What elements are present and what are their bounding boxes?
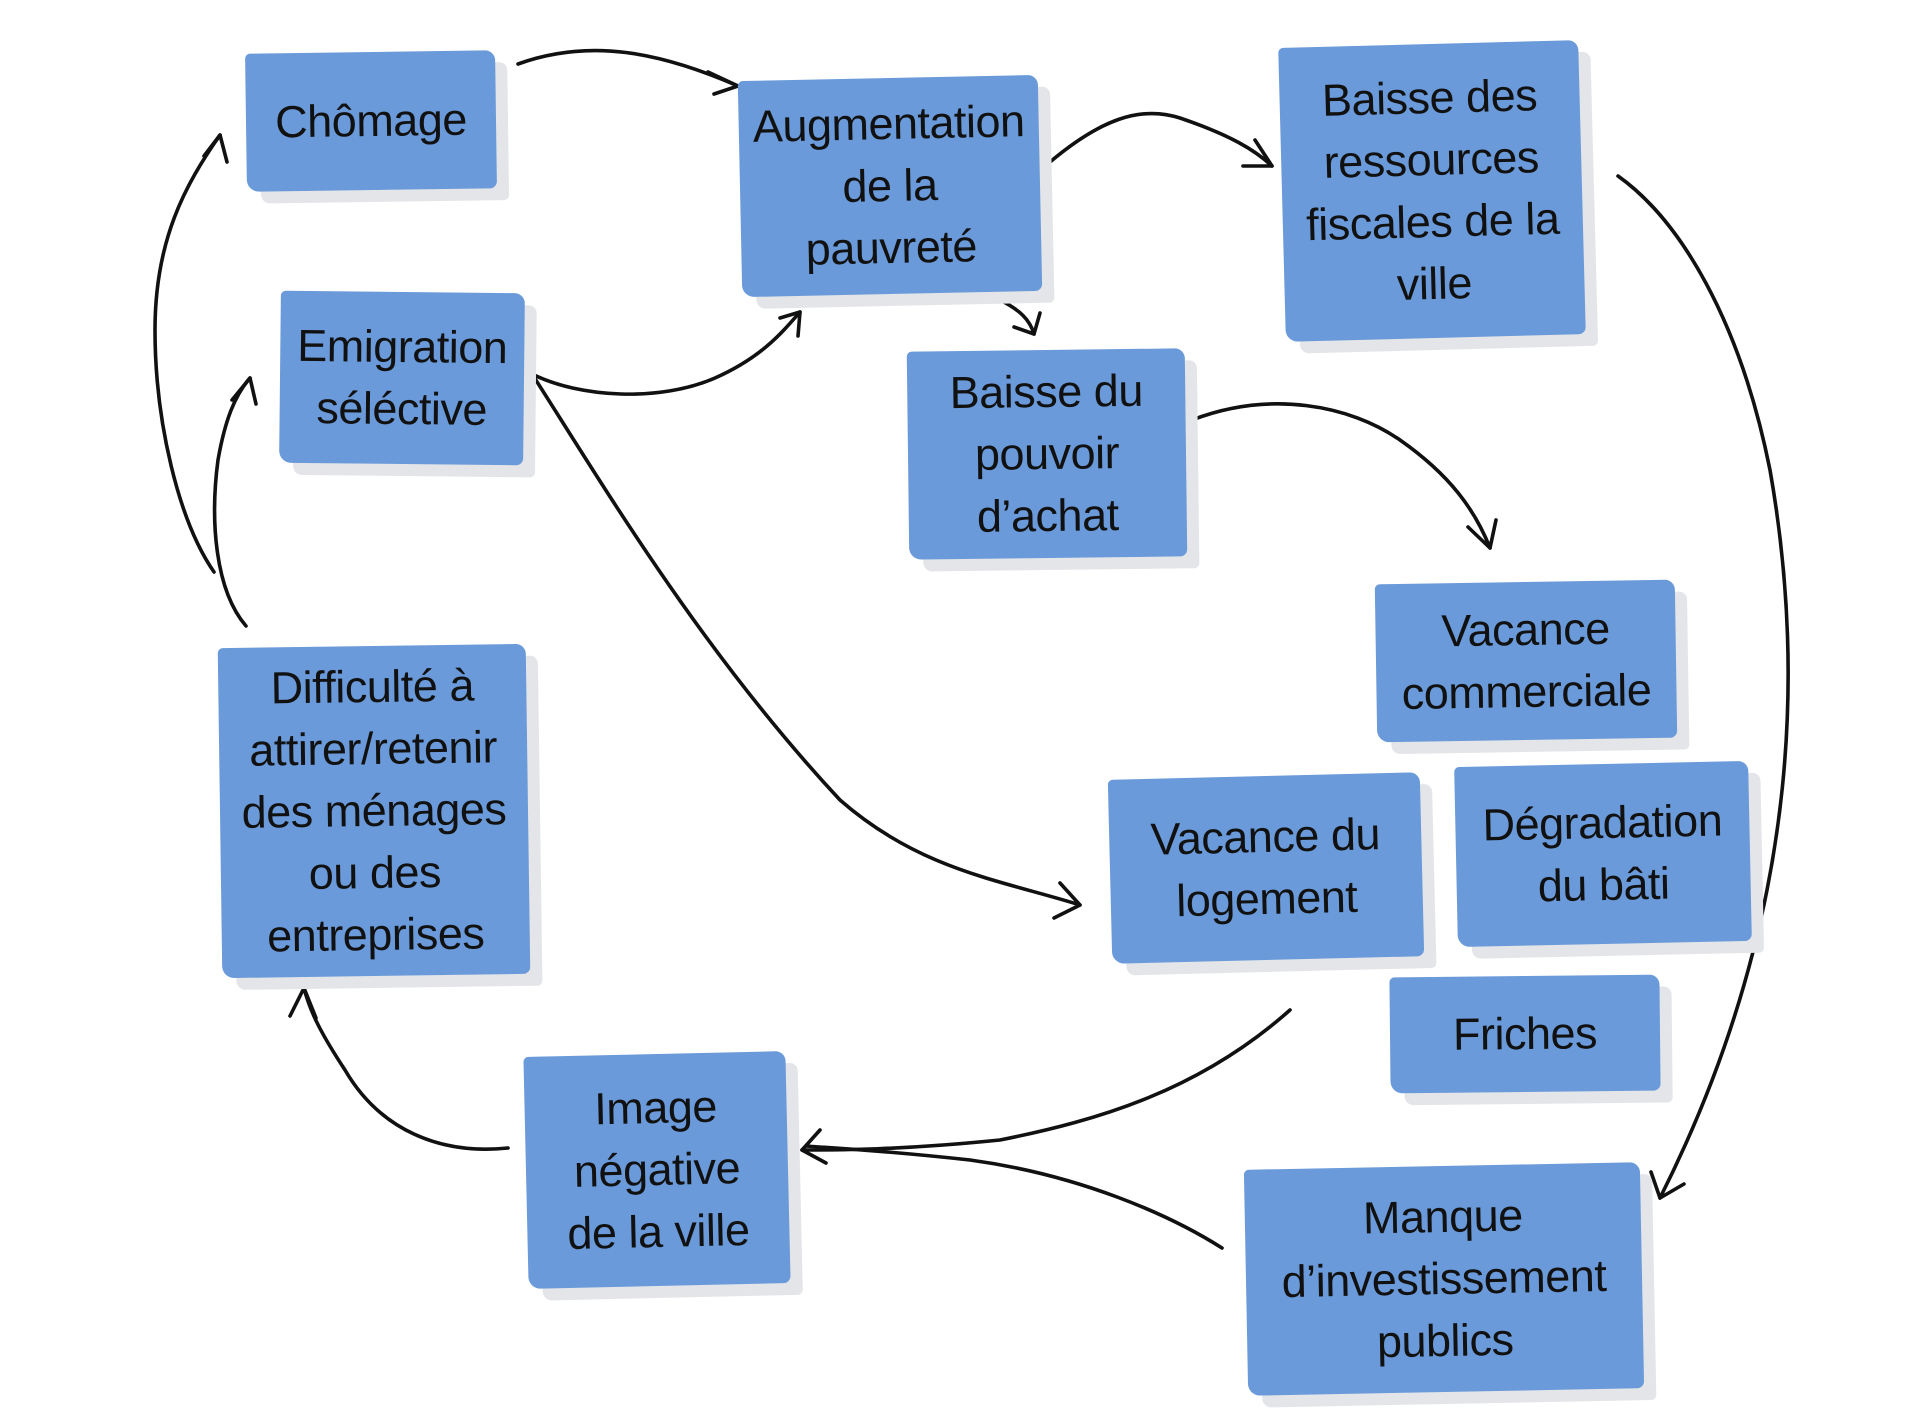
- node-chomage: Chômage: [245, 50, 510, 204]
- edge-emigration-to-pauvrete: [530, 310, 802, 396]
- node-label: Baisse du pouvoir d’achat: [949, 364, 1144, 542]
- node-label: Friches: [1452, 1007, 1598, 1060]
- node-label: Image négative de la ville: [566, 1080, 750, 1260]
- node-baisse-ressources: Baisse des ressources fiscales de la vil…: [1278, 40, 1599, 354]
- edge-chomage-to-pauvrete: [516, 48, 740, 96]
- edge-ressources-to-investissement: [1616, 174, 1790, 1200]
- node-label: Vacance du logement: [1149, 808, 1381, 927]
- node-label: Chômage: [274, 93, 468, 148]
- edge-pauvrete-to-pouvoir-achat: [998, 298, 1042, 336]
- edge-difficulte-to-emigration: [212, 376, 258, 628]
- edge-emigration-to-vacance-logement: [530, 372, 1082, 920]
- node-manque-investissement: Manque d’investissement publics: [1243, 1162, 1657, 1408]
- node-label: Dégradation du bâti: [1481, 794, 1723, 912]
- node-label: Emigration séléctive: [297, 319, 508, 435]
- edge-difficulte-to-chomage: [153, 133, 229, 574]
- edge-pauvrete-to-ressources: [1048, 111, 1274, 168]
- node-label: Vacance commerciale: [1401, 602, 1652, 719]
- edge-image-negative-to-difficulte: [288, 986, 510, 1151]
- node-vacance-logement: Vacance du logement: [1107, 772, 1437, 976]
- node-augmentation-pauvrete: Augmentation de la pauvreté: [737, 74, 1055, 309]
- edge-pouvoir-achat-to-vacance-commerciale: [1190, 402, 1498, 550]
- node-image-negative: Image négative de la ville: [523, 1051, 803, 1301]
- edge-investissement-to-image-negative: [804, 1144, 1224, 1250]
- node-vacance-commerciale: Vacance commerciale: [1374, 579, 1690, 755]
- edge-vacance-logement-to-image-negative: [800, 1008, 1292, 1165]
- node-label: Baisse des ressources fiscales de la vil…: [1305, 69, 1560, 310]
- node-degradation-bati: Dégradation du bâti: [1454, 760, 1765, 959]
- node-label: Difficulté à attirer/retenir des ménages…: [241, 659, 507, 962]
- node-baisse-pouvoir-achat: Baisse du pouvoir d’achat: [906, 348, 1200, 572]
- node-difficulte-attirer: Difficulté à attirer/retenir des ménages…: [217, 643, 543, 990]
- node-label: Augmentation de la pauvreté: [752, 95, 1026, 275]
- node-friches: Friches: [1389, 974, 1673, 1106]
- node-emigration-selective: Emigration séléctive: [279, 290, 537, 478]
- node-label: Manque d’investissement publics: [1281, 1189, 1607, 1368]
